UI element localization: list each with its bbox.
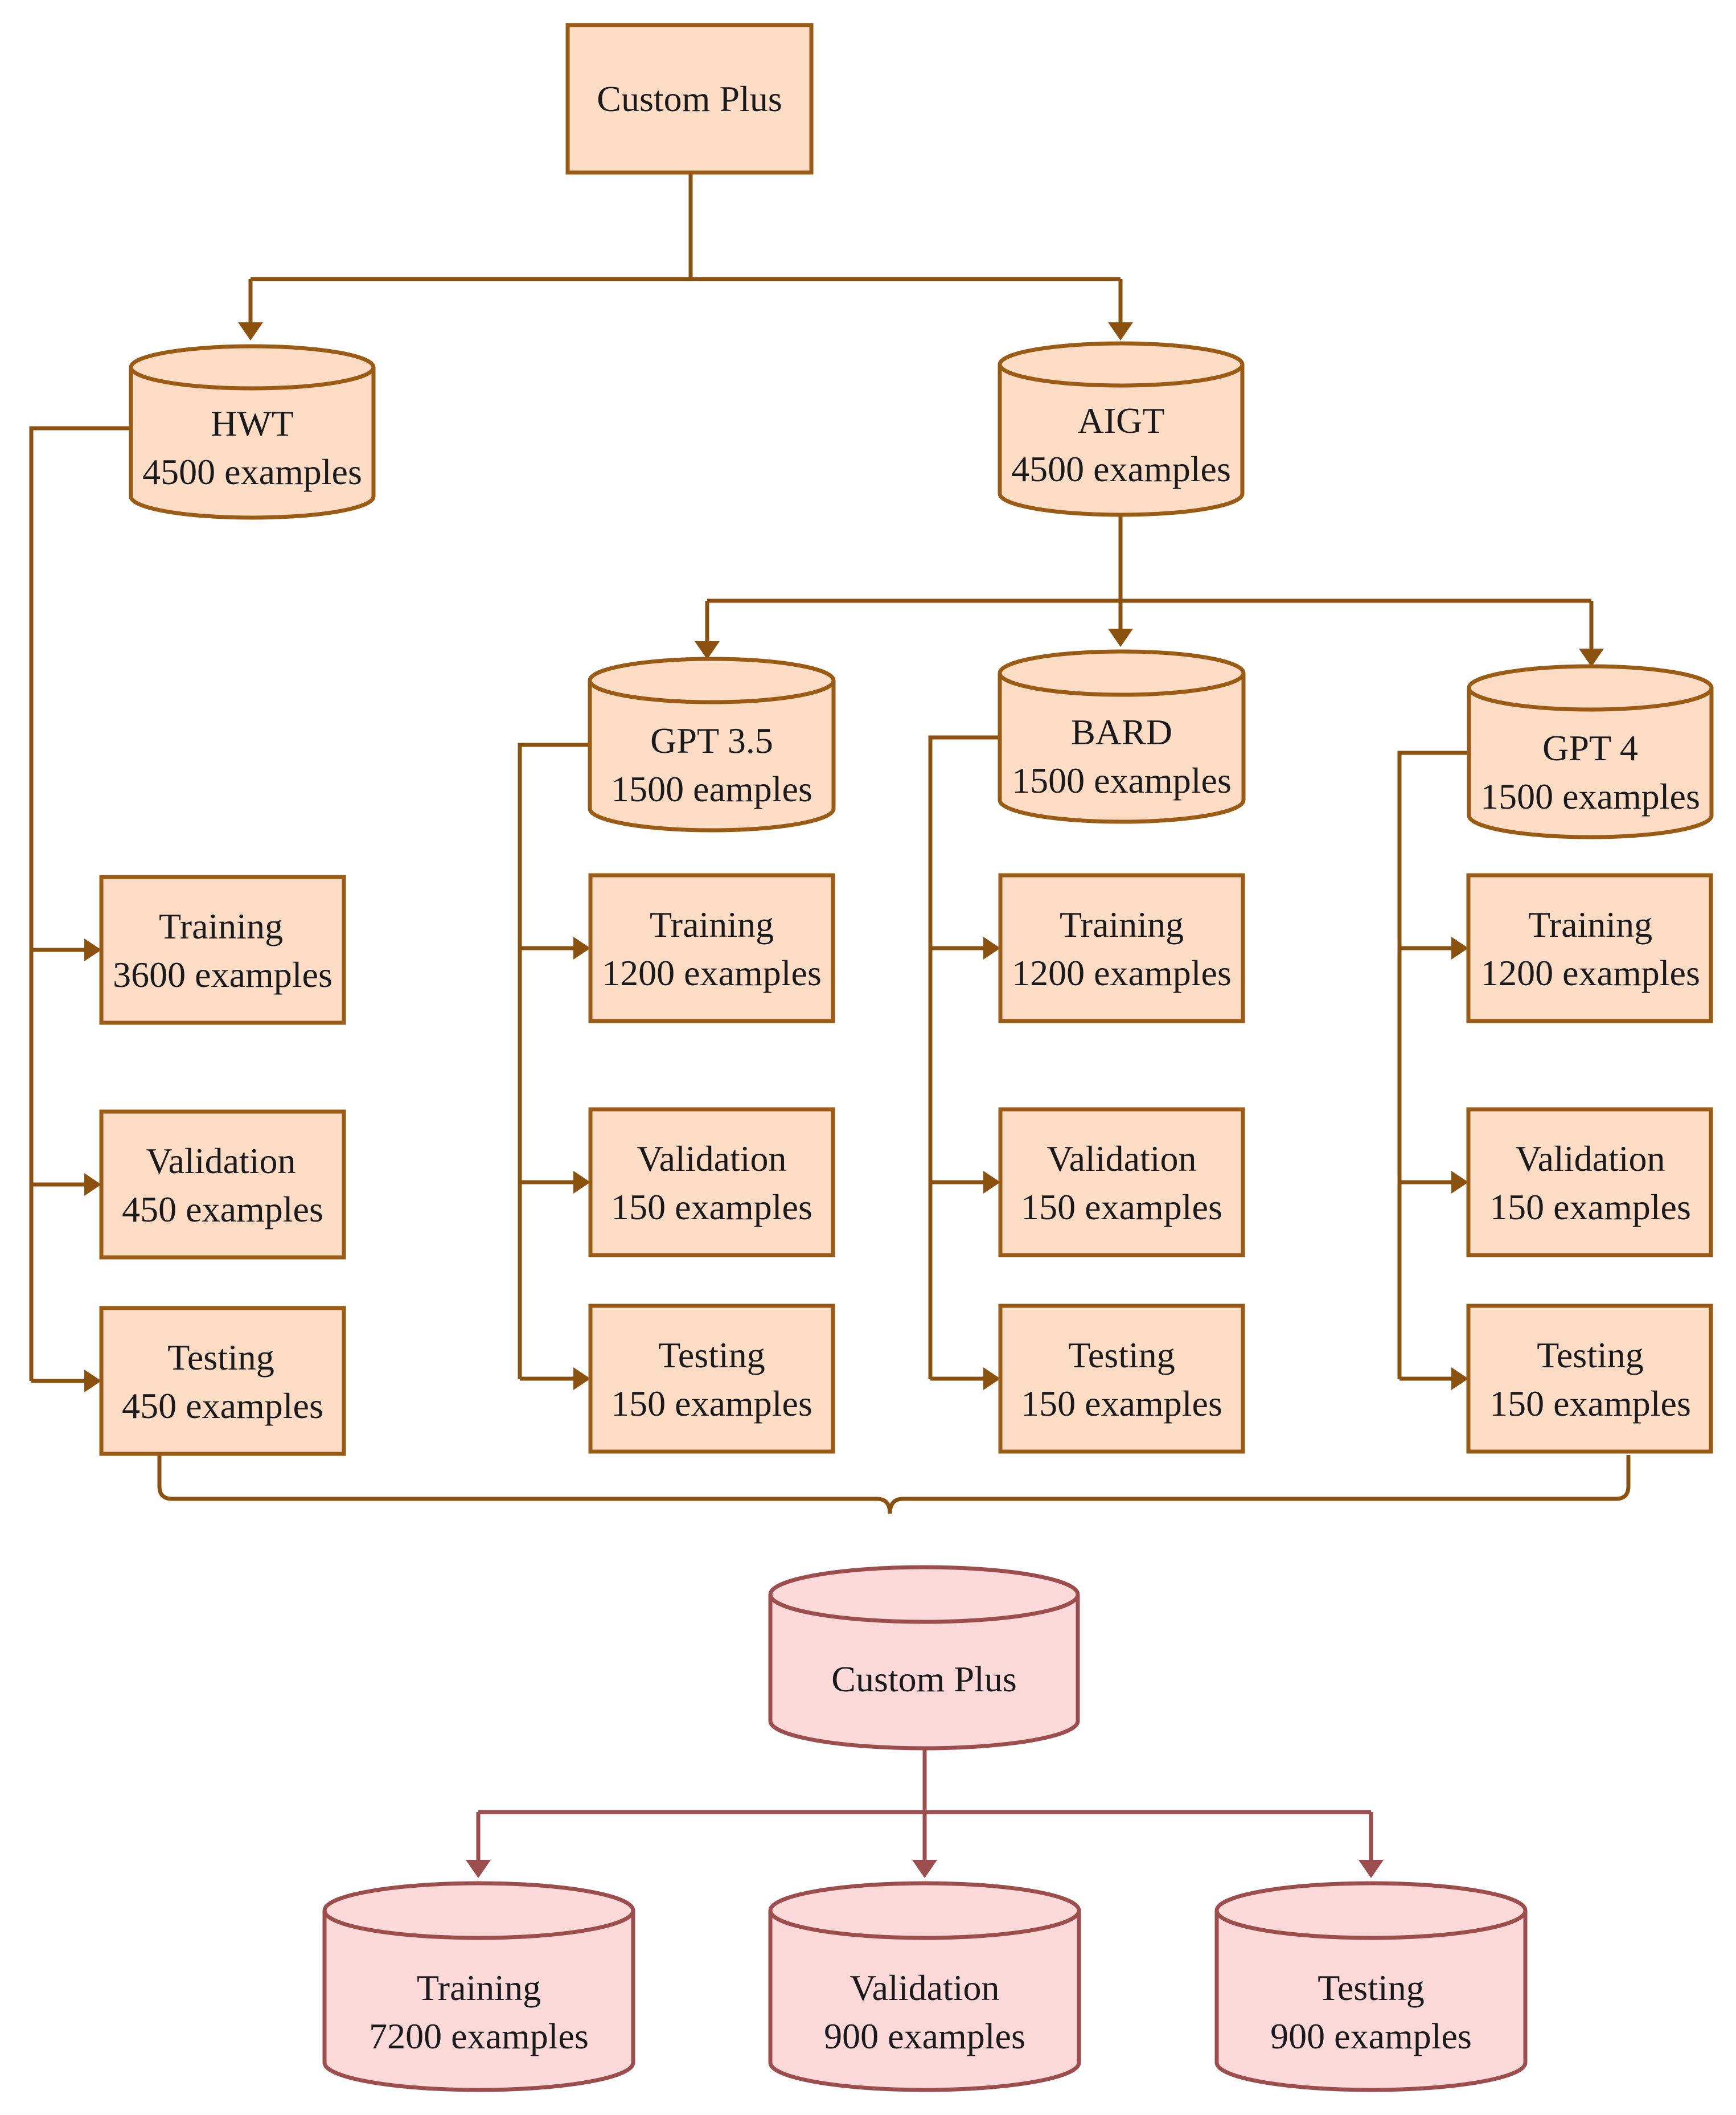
splits-hwt-training-line1-label: Training	[159, 906, 283, 946]
bard-count: 1500 examples	[1012, 760, 1232, 801]
splits-gpt4-testing-line1-label: Testing	[1537, 1335, 1644, 1375]
gpt4-name: GPT 4	[1542, 728, 1638, 768]
aigt-name: AIGT	[1078, 400, 1165, 441]
gpt4-testing-box: Testing 150 examples	[1466, 1304, 1713, 1454]
splits-hwt-validation-line1-label: Validation	[146, 1141, 296, 1181]
hwt-testing-box: Testing 450 examples	[99, 1306, 346, 1456]
final-training-line1-label: Training	[417, 1968, 541, 2008]
final-testing-cylinder: Testing 900 examples	[1214, 1881, 1528, 2092]
splits-hwt-validation-line2-label: 450 examples	[122, 1189, 323, 1229]
final-validation-line1-label: Validation	[849, 1968, 999, 2008]
splits-gpt35-validation-line2-label: 150 examples	[611, 1187, 812, 1227]
splits-hwt-testing-line2-label: 450 examples	[122, 1386, 323, 1426]
gpt35-training-box: Training 1200 examples	[588, 873, 835, 1023]
root-node: Custom Plus	[565, 23, 814, 175]
bard-split-connectors	[928, 735, 1000, 1390]
bard-validation-box: Validation 150 examples	[998, 1107, 1245, 1257]
gpt35-testing-box: Testing 150 examples	[588, 1304, 835, 1454]
splits-bard-testing-line1-label: Testing	[1068, 1335, 1175, 1375]
aigt-cylinder: AIGT 4500 examples	[998, 341, 1245, 517]
gpt4-validation-box: Validation 150 examples	[1466, 1107, 1713, 1257]
final-validation-line2-label: 900 examples	[824, 2016, 1025, 2056]
hwt-split-connectors	[29, 426, 131, 1392]
merged-connectors	[466, 1748, 1384, 1878]
hwt-validation-box: Validation 450 examples	[99, 1109, 346, 1260]
merged-cylinder: Custom Plus	[768, 1565, 1080, 1751]
gpt35-count: 1500 eamples	[611, 769, 812, 809]
merge-brace	[157, 1455, 1631, 1514]
splits-gpt35-testing-line1-label: Testing	[658, 1335, 765, 1375]
bard-name: BARD	[1071, 712, 1172, 752]
splits-gpt4-validation-line2-label: 150 examples	[1489, 1187, 1691, 1227]
gpt4-count: 1500 examples	[1480, 776, 1700, 817]
splits-gpt4-training-line1-label: Training	[1528, 904, 1652, 945]
bard-cylinder: BARD 1500 examples	[998, 649, 1246, 824]
splits-gpt35-training-line1-label: Training	[650, 904, 774, 945]
final-testing-line1-label: Testing	[1318, 1968, 1425, 2008]
splits-gpt35-training-line2-label: 1200 examples	[602, 953, 822, 993]
splits-bard-testing-line2-label: 150 examples	[1021, 1383, 1222, 1424]
splits-gpt35-testing-line2-label: 150 examples	[611, 1383, 812, 1424]
aigt-count: 4500 examples	[1011, 449, 1231, 489]
gpt4-split-connectors	[1397, 751, 1469, 1390]
final-validation-cylinder: Validation 900 examples	[768, 1881, 1081, 2092]
hwt-training-box: Training 3600 examples	[99, 875, 346, 1025]
final-training-cylinder: Training 7200 examples	[322, 1881, 635, 2092]
gpt35-validation-box: Validation 150 examples	[588, 1107, 835, 1257]
aigt-connectors	[695, 513, 1604, 667]
final-testing-line2-label: 900 examples	[1270, 2016, 1472, 2056]
splits-bard-validation-line2-label: 150 examples	[1021, 1187, 1222, 1227]
splits-gpt35-validation-line1-label: Validation	[637, 1138, 786, 1179]
root-label: Custom Plus	[597, 79, 782, 119]
hwt-count: 4500 examples	[142, 452, 362, 492]
splits-hwt-testing-line1-label: Testing	[167, 1337, 274, 1378]
splits-bard-validation-line1-label: Validation	[1046, 1138, 1196, 1179]
hwt-name: HWT	[211, 403, 294, 444]
splits-bard-training-line1-label: Training	[1060, 904, 1184, 945]
gpt35-name: GPT 3.5	[650, 720, 773, 761]
merged-label: Custom Plus	[831, 1659, 1016, 1699]
splits-gpt4-validation-line1-label: Validation	[1515, 1138, 1665, 1179]
splits-gpt4-testing-line2-label: 150 examples	[1489, 1383, 1691, 1424]
bard-testing-box: Testing 150 examples	[998, 1304, 1245, 1454]
splits-gpt4-training-line2-label: 1200 examples	[1480, 953, 1700, 993]
gpt4-cylinder: GPT 4 1500 examples	[1467, 664, 1714, 839]
splits-hwt-training-line2-label: 3600 examples	[113, 954, 333, 995]
top-connectors	[238, 173, 1133, 341]
final-training-line2-label: 7200 examples	[369, 2016, 589, 2056]
gpt35-cylinder: GPT 3.5 1500 eamples	[588, 657, 836, 833]
splits-bard-training-line2-label: 1200 examples	[1012, 953, 1232, 993]
gpt35-split-connectors	[518, 743, 590, 1390]
bard-training-box: Training 1200 examples	[998, 873, 1245, 1023]
gpt4-training-box: Training 1200 examples	[1466, 873, 1713, 1023]
hwt-cylinder: HWT 4500 examples	[129, 344, 376, 520]
